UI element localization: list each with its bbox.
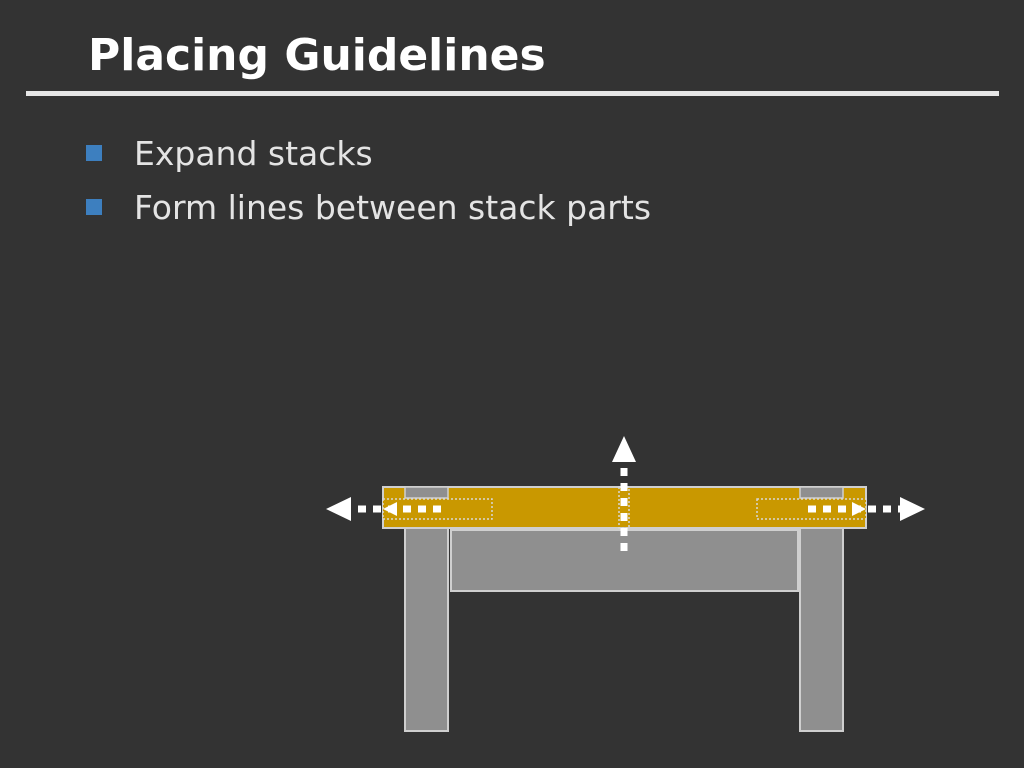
slide-title: Placing Guidelines — [88, 30, 546, 81]
bullet-square-icon — [86, 199, 102, 215]
bullet-list: Expand stacks Form lines between stack p… — [86, 126, 651, 234]
bullet-text: Form lines between stack parts — [134, 187, 652, 227]
left-arrow-icon — [326, 497, 441, 521]
bullet-square-icon — [86, 145, 102, 161]
right-arrow-icon — [808, 497, 925, 521]
bullet-item: Form lines between stack parts — [86, 180, 651, 234]
left-leg-cap — [404, 486, 449, 499]
up-arrow-icon — [612, 436, 636, 551]
bullet-item: Expand stacks — [86, 126, 651, 180]
bullet-text: Expand stacks — [134, 133, 373, 173]
center-block — [450, 529, 799, 592]
title-divider — [26, 91, 999, 96]
right-leg-cap — [799, 486, 844, 499]
